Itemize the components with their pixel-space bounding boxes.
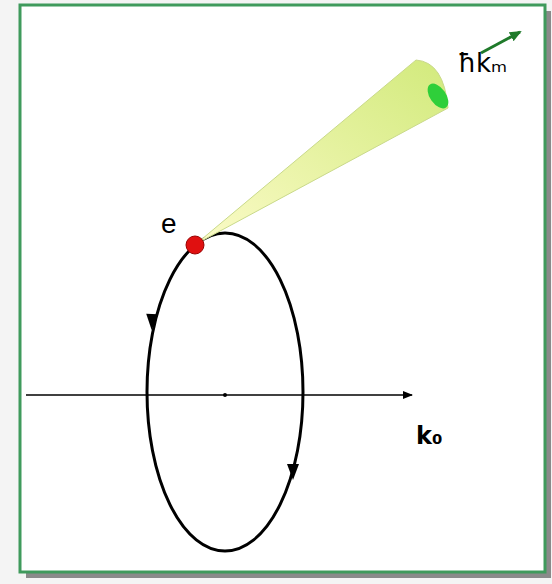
radiation-cone (196, 60, 448, 244)
orbit (147, 233, 303, 551)
axis-label: k₀ (416, 424, 442, 448)
orbit-arrow (287, 464, 299, 480)
k0-axis (26, 394, 412, 396)
momentum-label: ħkₘ (458, 50, 507, 76)
electron-label: e (161, 210, 177, 238)
frame (20, 5, 545, 572)
cone-end (423, 80, 452, 112)
center-dot (223, 393, 227, 397)
electron (186, 236, 204, 254)
orbit-arrow (146, 314, 159, 330)
